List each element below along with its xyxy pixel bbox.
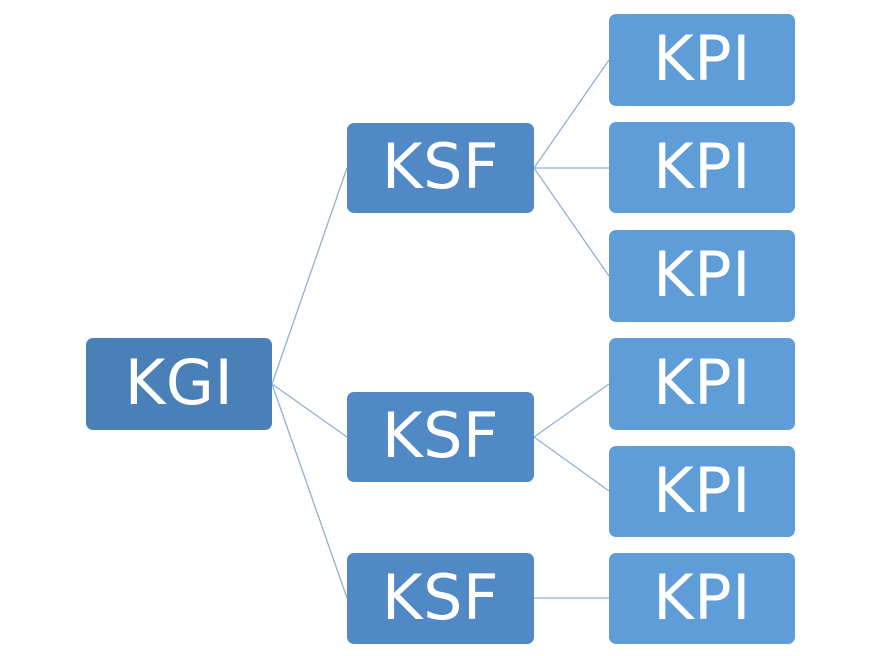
ksf-node-2: KSF bbox=[347, 392, 534, 482]
connector-kgi-ksf-1 bbox=[271, 167, 348, 385]
connector-kgi-ksf-2 bbox=[271, 383, 348, 438]
ksf-node-label: KSF bbox=[381, 399, 500, 472]
kpi-node-5: KPI bbox=[609, 446, 795, 537]
kpi-node-6: KPI bbox=[609, 553, 795, 644]
kgi-node-label: KGI bbox=[124, 346, 234, 419]
kpi-node-label: KPI bbox=[653, 453, 751, 527]
kpi-node-label: KPI bbox=[653, 22, 751, 95]
kpi-node-label: KPI bbox=[653, 129, 751, 203]
connector-ksf-1-kpi-3 bbox=[533, 167, 610, 277]
kpi-node-2: KPI bbox=[609, 122, 795, 213]
connector-ksf-1-kpi-1 bbox=[533, 59, 610, 169]
kgi-node: KGI bbox=[86, 338, 272, 430]
connector-ksf-2-kpi-4 bbox=[533, 383, 610, 438]
ksf-node-label: KSF bbox=[381, 560, 500, 634]
connector-kgi-ksf-3 bbox=[271, 383, 348, 599]
kpi-node-1: KPI bbox=[609, 14, 795, 106]
connector-ksf-2-kpi-5 bbox=[533, 436, 610, 492]
ksf-node-label: KSF bbox=[381, 130, 500, 203]
kpi-node-4: KPI bbox=[609, 338, 795, 430]
kpi-node-3: KPI bbox=[609, 230, 795, 322]
ksf-node-3: KSF bbox=[347, 553, 534, 644]
kpi-node-label: KPI bbox=[653, 560, 751, 634]
kpi-node-label: KPI bbox=[653, 346, 751, 419]
kpi-node-label: KPI bbox=[653, 238, 751, 311]
ksf-node-1: KSF bbox=[347, 123, 534, 213]
